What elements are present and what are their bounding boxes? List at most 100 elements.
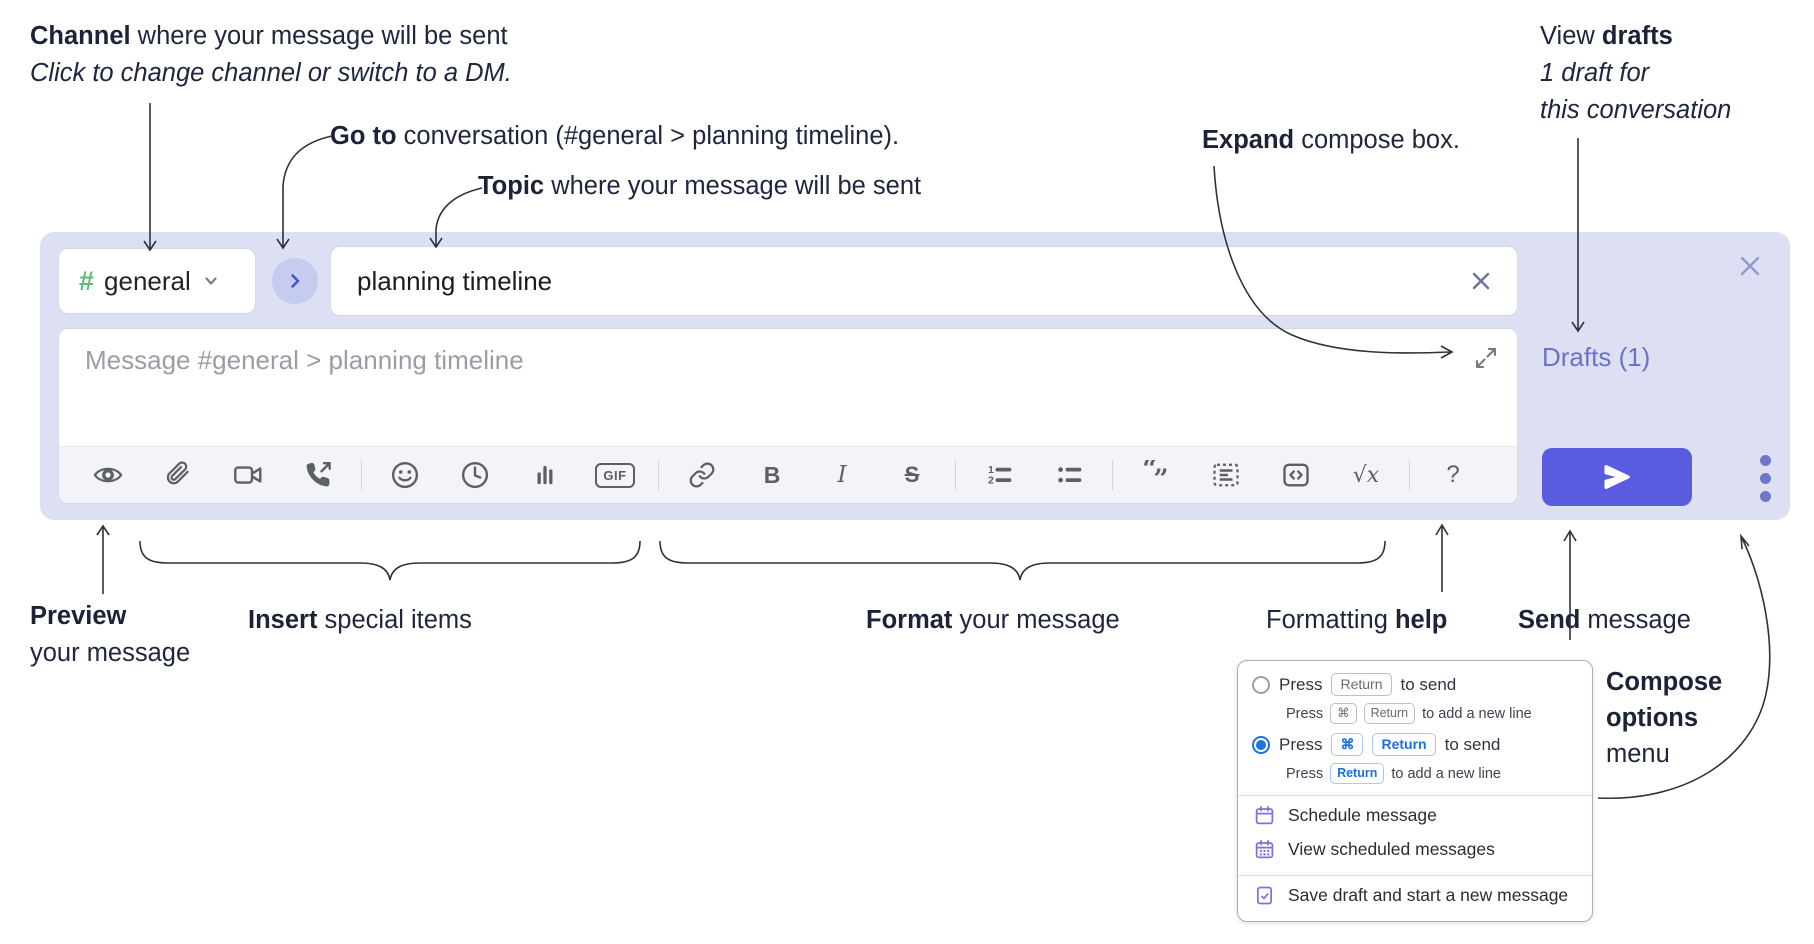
channel-hash-icon: # <box>79 265 95 296</box>
video-button[interactable] <box>213 453 283 497</box>
radio-unselected[interactable] <box>1252 675 1270 694</box>
compose-box: # general planning timeline Message #gen… <box>40 232 1790 520</box>
menu-divider <box>1238 795 1592 796</box>
menu-item-save-draft[interactable]: Save draft and start a new message <box>1254 885 1568 906</box>
return-key: Return <box>1363 703 1416 724</box>
formula-icon: √x <box>1352 462 1380 488</box>
option2-suffix: to send <box>1444 734 1501 754</box>
ordered-list-button[interactable]: 1 2 <box>964 453 1034 497</box>
brace-format <box>659 540 1386 581</box>
menu-option-cmd-return-to-send[interactable]: Press ⌘ Return to send <box>1252 733 1500 756</box>
chevron-down-icon <box>205 277 217 285</box>
clock-icon <box>461 461 489 489</box>
option2-sub-suffix: to add a new line <box>1391 765 1501 782</box>
code-icon <box>1283 463 1309 487</box>
preview-annotation-line2: your message <box>30 639 191 667</box>
channel-name: general <box>104 265 191 296</box>
calendar-icon <box>1255 806 1274 825</box>
goto-conversation-button[interactable] <box>272 258 318 304</box>
close-icon[interactable] <box>1736 252 1764 280</box>
code-block-button[interactable] <box>1191 453 1261 497</box>
svg-text:2: 2 <box>988 475 994 487</box>
topic-input[interactable]: planning timeline <box>330 246 1518 316</box>
goto-annotation-rest: conversation (#general > planning timeli… <box>396 122 900 150</box>
option2-press: Press <box>1279 734 1323 754</box>
menu-divider <box>1238 875 1592 876</box>
expand-annotation: Expand compose box. <box>1202 122 1460 159</box>
compose-options-line2: options <box>1606 704 1699 732</box>
return-key: Return <box>1331 673 1392 696</box>
toolbar-divider <box>658 460 659 490</box>
compose-options-annotation: Compose options menu <box>1606 664 1722 772</box>
expand-icon[interactable] <box>1473 345 1499 371</box>
cmd-key: ⌘ <box>1331 733 1364 756</box>
formatting-toolbar: GIF B I S <box>59 446 1517 503</box>
message-box[interactable]: Message #general > planning timeline <box>58 328 1518 504</box>
channel-selector[interactable]: # general <box>58 248 256 314</box>
preview-button[interactable] <box>73 453 143 497</box>
expand-annotation-rest: compose box. <box>1294 126 1460 154</box>
bar-chart-icon <box>537 465 553 485</box>
goto-annotation-bold: Go to <box>330 122 397 150</box>
send-annotation-bold: Send <box>1518 606 1581 634</box>
expand-annotation-bold: Expand <box>1202 126 1295 154</box>
view-drafts-line3: this conversation <box>1540 96 1732 124</box>
svg-text:”: ” <box>1154 464 1169 491</box>
option2-sub-press: Press <box>1286 765 1324 782</box>
gif-button[interactable]: GIF <box>580 453 650 497</box>
connector-formatting-help <box>1435 523 1449 592</box>
topic-annotation-bold: Topic <box>478 172 545 200</box>
menu-option-return-to-send[interactable]: Press Return to send <box>1252 673 1456 696</box>
clear-topic-icon[interactable] <box>1467 267 1495 295</box>
connector-preview <box>96 524 110 594</box>
radio-selected[interactable] <box>1252 735 1270 754</box>
formatting-help-pre: Formatting <box>1266 606 1395 634</box>
option1-suffix: to send <box>1400 674 1457 694</box>
message-placeholder: Message #general > planning timeline <box>85 345 524 375</box>
link-icon <box>689 462 715 488</box>
poll-button[interactable] <box>510 453 580 497</box>
menu-item-schedule-message[interactable]: Schedule message <box>1254 805 1437 826</box>
formula-button[interactable]: √x <box>1331 453 1401 497</box>
italic-button[interactable]: I <box>807 453 877 497</box>
formatting-help-annotation: Formatting help <box>1266 602 1447 639</box>
blockquote-button[interactable]: “ ” <box>1121 453 1191 497</box>
channel-annotation-line2: Click to change channel or switch to a D… <box>30 59 512 87</box>
compose-options-button[interactable] <box>1754 450 1776 506</box>
topic-annotation: Topic where your message will be sent <box>478 168 921 205</box>
send-button[interactable] <box>1542 448 1692 506</box>
connector-channel <box>143 103 157 252</box>
link-button[interactable] <box>667 453 737 497</box>
formatting-help-bold: help <box>1394 606 1448 634</box>
strikethrough-button[interactable]: S <box>877 453 947 497</box>
italic-icon: I <box>837 462 847 488</box>
insert-annotation: Insert special items <box>248 602 472 639</box>
menu-option1-subtext: Press ⌘ Return to add a new line <box>1286 703 1532 724</box>
ordered-list-icon: 1 2 <box>988 464 1012 487</box>
call-button[interactable] <box>283 453 353 497</box>
cmd-key: ⌘ <box>1330 703 1357 724</box>
insert-annotation-rest: special items <box>317 606 472 634</box>
attach-file-button[interactable] <box>143 453 213 497</box>
emoji-button[interactable] <box>370 453 440 497</box>
option1-sub-press: Press <box>1286 705 1324 722</box>
video-camera-icon <box>234 466 262 484</box>
drafts-link[interactable]: Drafts (1) <box>1542 342 1651 372</box>
clock-button[interactable] <box>440 453 510 497</box>
preview-annotation-bold: Preview <box>30 602 127 630</box>
toolbar-divider <box>361 460 362 490</box>
bulleted-list-button[interactable] <box>1034 453 1104 497</box>
preview-annotation: Preview your message <box>30 598 190 672</box>
bulleted-list-icon <box>1058 467 1082 483</box>
menu-item-view-scheduled[interactable]: View scheduled messages <box>1254 839 1495 860</box>
return-key: Return <box>1372 733 1436 756</box>
formatting-help-button[interactable]: ? <box>1418 453 1488 497</box>
compose-options-line1: Compose <box>1606 668 1723 696</box>
dot-icon <box>1759 454 1771 466</box>
bold-button[interactable]: B <box>737 453 807 497</box>
code-button[interactable] <box>1261 453 1331 497</box>
option1-sub-suffix: to add a new line <box>1422 705 1532 722</box>
strikethrough-icon: S <box>904 462 920 487</box>
option1-press: Press <box>1279 674 1323 694</box>
